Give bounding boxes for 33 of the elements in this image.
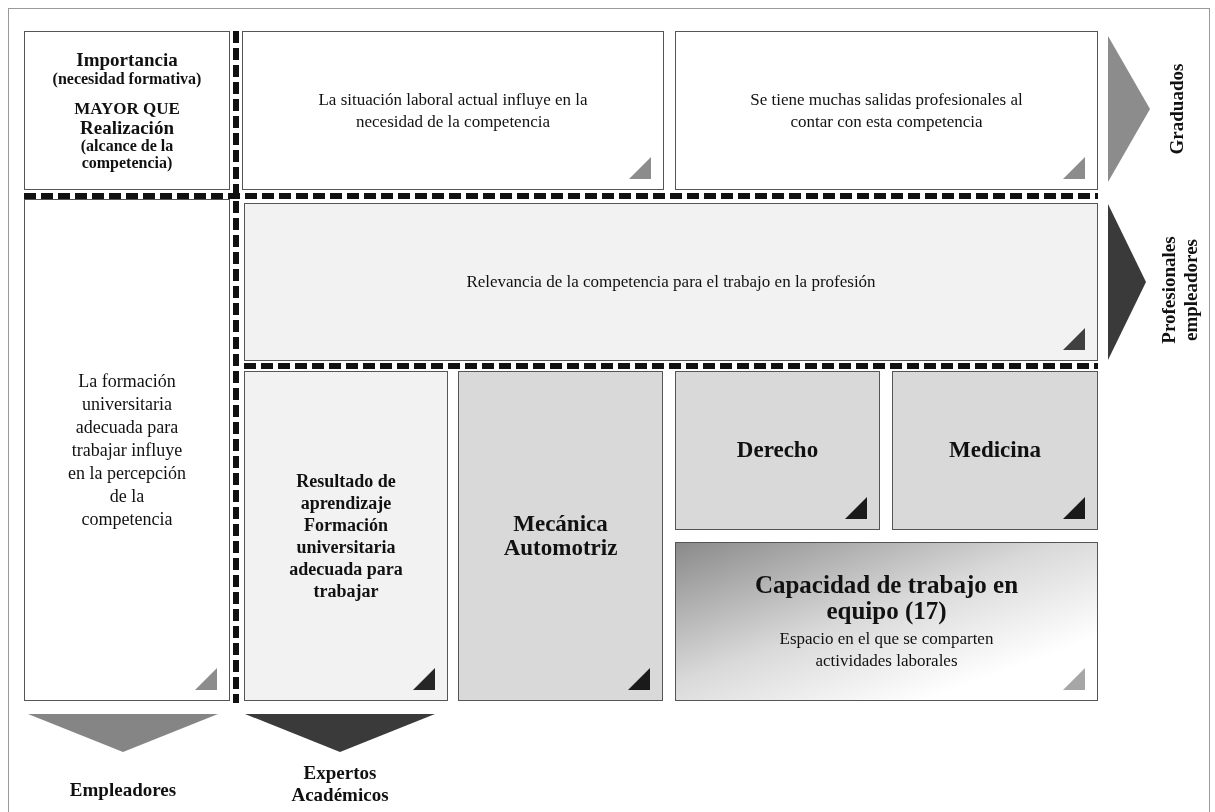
box-text: Se tiene muchas salidas profesionales al contar con esta competencia xyxy=(749,88,1024,133)
text-box xyxy=(675,31,1098,190)
text-box xyxy=(244,371,448,701)
text-box xyxy=(244,203,1098,361)
text-box xyxy=(24,199,230,701)
triangle-marker xyxy=(28,714,218,752)
text-box xyxy=(892,371,1098,530)
triangle-marker xyxy=(1108,36,1150,182)
box-text: Resultado de aprendizaje Formación universitaria adecuada para trabajar xyxy=(288,470,404,602)
box-text: (alcance de la competencia) xyxy=(79,137,175,171)
side-label: Expertos Académicos xyxy=(290,762,390,806)
side-label: Empleadores xyxy=(69,779,177,801)
box-text: Espacio en el que se comparten actividades laborales xyxy=(778,627,995,672)
text-box xyxy=(242,31,664,190)
box-text: MAYOR QUE xyxy=(74,100,180,118)
side-label: Profesionales empleadores xyxy=(1158,236,1202,344)
box-text: Medicina xyxy=(949,436,1041,465)
triangle-marker xyxy=(1108,204,1146,360)
box-text: Relevancia de la competencia para el trabajo en la profesión xyxy=(465,271,877,293)
box-text: Realización xyxy=(80,118,174,137)
box-text: La situación laboral actual influye en la necesidad de la competencia xyxy=(317,88,589,133)
box-text: Derecho xyxy=(736,436,819,465)
box-text: (necesidad formativa) xyxy=(52,70,202,88)
side-label: Graduados xyxy=(1166,63,1189,155)
box-text: Importancia xyxy=(76,50,178,70)
box-text: La formación universitaria adecuada para trabajar influye en la percepción de la competencia xyxy=(67,369,187,531)
text-box xyxy=(458,371,663,701)
triangle-marker xyxy=(245,714,435,752)
text-box xyxy=(675,542,1098,701)
box-text: Mecánica Automotriz xyxy=(502,512,619,560)
box-text: Capacidad de trabajo en equipo (17) xyxy=(753,571,1020,624)
legend-box xyxy=(24,31,230,190)
text-box xyxy=(675,371,880,530)
